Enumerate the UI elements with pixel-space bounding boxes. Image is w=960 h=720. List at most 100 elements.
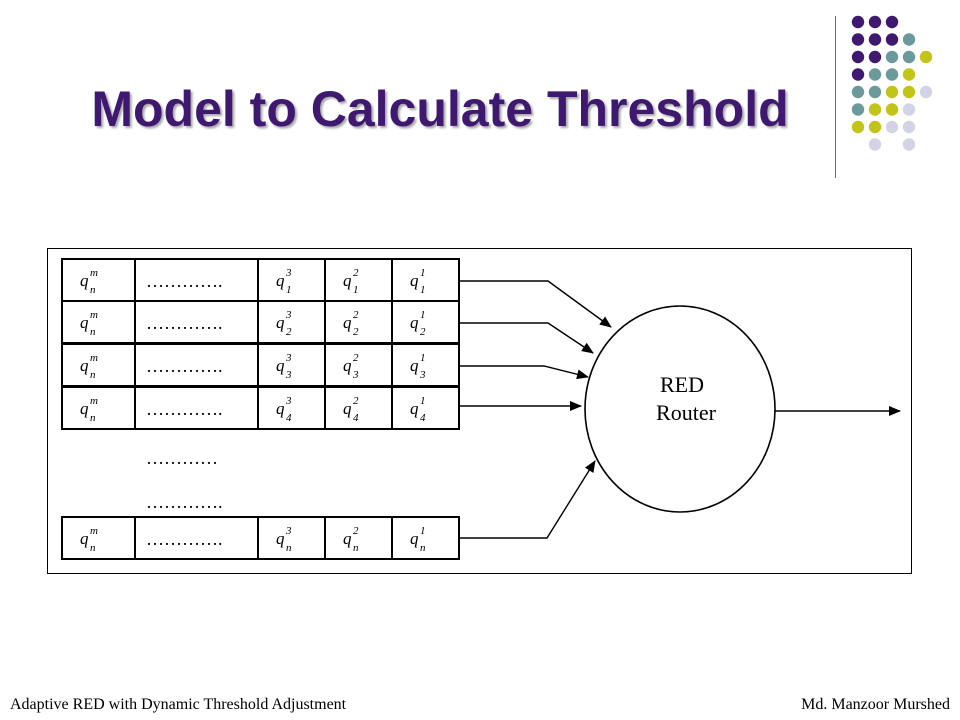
queue-cell xyxy=(61,258,136,302)
queue-gap-dots: ……………………. xyxy=(146,448,223,512)
queue-cell-superscript: 2 xyxy=(353,525,359,537)
decor-dot xyxy=(851,85,865,99)
queue-cell-symbol: q xyxy=(80,313,89,332)
queue-cell-symbol: q xyxy=(343,313,352,332)
decor-dot xyxy=(885,120,899,134)
queue-cell xyxy=(391,343,460,387)
queue-cell-subscript: 2 xyxy=(420,326,426,338)
queue-cell-ellipsis: …………. xyxy=(146,271,223,291)
decor-dot xyxy=(851,68,865,81)
decor-dot xyxy=(885,15,899,29)
queue-cell-superscript: 1 xyxy=(420,395,426,407)
queue-cell-subscript: 3 xyxy=(419,369,426,381)
queue-cell-subscript: n xyxy=(90,326,96,338)
queue-cell-symbol: q xyxy=(276,399,285,418)
queue-cell-superscript: 1 xyxy=(420,352,426,364)
decor-dot xyxy=(868,33,882,46)
queue-cell-subscript: 3 xyxy=(352,369,359,381)
queue-cell-superscript: 2 xyxy=(353,395,359,407)
queue-cell xyxy=(324,258,393,302)
queue-cell xyxy=(134,516,259,560)
footer-author: Md. Manzoor Murshed xyxy=(801,696,950,713)
queue-cell-subscript: n xyxy=(90,412,96,424)
queue-cell xyxy=(391,300,460,344)
queue-cell-subscript: 1 xyxy=(420,284,426,296)
queue-arrow xyxy=(459,365,589,380)
queue-cell-subscript: 2 xyxy=(286,326,292,338)
queue-cell-subscript: n xyxy=(90,284,96,296)
queue-cell-superscript: m xyxy=(90,267,98,279)
queue-cell-symbol: q xyxy=(410,529,419,548)
queue-cell xyxy=(324,516,393,560)
decor-dot xyxy=(885,68,899,81)
slide-title: Model to Calculate Threshold xyxy=(91,81,789,137)
decor-dot xyxy=(885,85,899,99)
decor-dot xyxy=(885,33,899,46)
queue-cell-symbol: q xyxy=(343,356,352,375)
queue-arrow xyxy=(459,322,594,354)
queue-cell xyxy=(324,300,393,344)
decor-dot xyxy=(868,138,882,151)
decorative-dot-grid xyxy=(851,15,933,151)
queue-cell-subscript: 2 xyxy=(353,326,359,338)
queue-cell-symbol: q xyxy=(276,529,285,548)
queue-cell xyxy=(134,258,259,302)
queue-cell-superscript: 3 xyxy=(285,525,292,537)
decor-dot xyxy=(902,50,916,64)
queue-cell-symbol: q xyxy=(80,356,89,375)
queue-arrow xyxy=(459,280,612,328)
queue-cell-superscript: m xyxy=(90,352,98,364)
decor-dot xyxy=(868,103,882,116)
queue-cell-symbol: q xyxy=(276,313,285,332)
decor-dot xyxy=(902,103,916,116)
queue-cell-superscript: m xyxy=(90,525,98,537)
queue-cell xyxy=(324,343,393,387)
queue-cell-superscript: 3 xyxy=(285,267,292,279)
queue-cell-symbol: q xyxy=(343,271,352,290)
queue-cell-ellipsis: …………. xyxy=(146,313,223,333)
decor-dot xyxy=(902,120,916,134)
queue-cell-subscript: 4 xyxy=(286,412,292,424)
decor-dot xyxy=(851,15,865,29)
queue-cell-symbol: q xyxy=(80,399,89,418)
router-label-line2: Router xyxy=(656,400,717,425)
decor-dot xyxy=(851,33,865,46)
queue-cell xyxy=(257,258,326,302)
router-label-line1: RED xyxy=(660,372,704,397)
queue-cell-superscript: 1 xyxy=(420,267,426,279)
decor-dot xyxy=(919,50,933,64)
queue-cell-ellipsis: …………. xyxy=(146,529,223,549)
queue-cell xyxy=(391,386,460,430)
queue-cell-symbol: q xyxy=(410,356,419,375)
decor-dot xyxy=(868,85,882,99)
queue-cell-subscript: 1 xyxy=(286,284,292,296)
decor-dot xyxy=(885,103,899,116)
decor-dot xyxy=(851,120,865,134)
decor-dot xyxy=(902,68,916,81)
queue-cell xyxy=(257,343,326,387)
queue-cell-superscript: 3 xyxy=(285,309,292,321)
queue-cell xyxy=(257,300,326,344)
decor-dot xyxy=(885,50,899,64)
decorative-divider-line xyxy=(835,16,836,178)
queue-cell-subscript: n xyxy=(90,542,96,554)
queue-cell xyxy=(61,386,136,430)
queue-cell-symbol: q xyxy=(410,271,419,290)
queue-cell-subscript: n xyxy=(286,542,292,554)
queue-cell-ellipsis: …………. xyxy=(146,399,223,419)
queue-cell-subscript: 3 xyxy=(285,369,292,381)
queue-cell-symbol: q xyxy=(276,356,285,375)
queue-cell xyxy=(391,516,460,560)
decor-dot xyxy=(902,33,916,46)
queue-cell-subscript: n xyxy=(420,542,426,554)
queue-cell xyxy=(61,343,136,387)
queue-cell-symbol: q xyxy=(80,529,89,548)
decor-dot xyxy=(902,138,916,151)
queue-cell-ellipsis: …………. xyxy=(146,356,223,376)
queue-cell-superscript: m xyxy=(90,395,98,407)
queue-cell-symbol: q xyxy=(343,529,352,548)
